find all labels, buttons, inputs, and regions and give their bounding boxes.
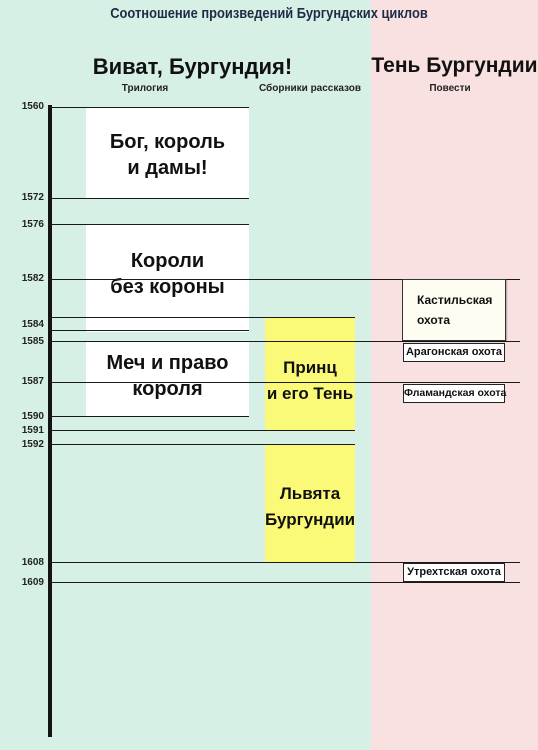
year-line-1608 — [48, 562, 520, 563]
book-title-line: Бургундии — [265, 510, 356, 529]
book-title-line: Львята — [279, 484, 341, 503]
year-line-1560 — [48, 107, 249, 108]
left-cycle-title: Виват, Бургундия! — [92, 54, 293, 79]
year-label: 1609 — [21, 577, 44, 588]
year-label: 1592 — [21, 439, 44, 450]
timeline-axis — [48, 105, 52, 737]
year-label: 1584 — [21, 319, 44, 330]
year-line-1609 — [48, 582, 520, 583]
novellas-column-label: Повести — [429, 83, 471, 94]
year-label: 1576 — [21, 219, 44, 230]
year-line-1585 — [48, 341, 520, 342]
book-title-line: Принц — [283, 358, 337, 377]
novella-utrehtskaya-ohota: Утрехтская охота — [403, 563, 505, 582]
trilogy-column-label: Трилогия — [121, 83, 169, 94]
year-line-1582 — [48, 279, 520, 280]
novella-kastilskaya-ohota: Кастильская охота — [402, 279, 506, 341]
year-label: 1572 — [21, 192, 44, 203]
year-label: 1585 — [21, 336, 44, 347]
book-title-line: и дамы! — [127, 157, 208, 179]
year-line-1590 — [48, 416, 249, 417]
year-line-1572 — [48, 198, 249, 199]
year-label: 1587 — [21, 376, 44, 387]
book-title-line: Бог, король — [109, 131, 226, 153]
year-label: 1591 — [21, 425, 44, 436]
novella-title-line: Кастильская — [417, 293, 493, 307]
book-title-line: и его Тень — [266, 384, 354, 403]
book-mech-i-pravo-korolya: Меч и право короля — [86, 341, 249, 416]
diagram-title: Соотношение произведений Бургундских цик… — [110, 5, 428, 22]
year-line-1587 — [48, 382, 520, 383]
year-line-1584b — [48, 330, 249, 331]
year-label: 1590 — [21, 411, 44, 422]
book-bog-korol-i-damy: Бог, король и дамы! — [86, 107, 249, 198]
book-lvyata-burgundii: Львята Бургундии — [265, 444, 355, 562]
year-label: 1608 — [21, 557, 44, 568]
book-title-line: без короны — [110, 276, 225, 298]
year-label: 1560 — [21, 101, 44, 112]
book-title-line: Меч и право — [106, 352, 229, 374]
novella-aragonskaya-ohota: Арагонская охота — [403, 343, 505, 362]
right-cycle-title: Тень Бургундии — [371, 54, 538, 77]
novella-title-line: охота — [417, 313, 450, 327]
right-cycle-background — [371, 0, 538, 750]
book-princ-i-ego-ten: Принц и его Тень — [265, 317, 355, 430]
novella-flamandskaya-ohota: Фламандская охота — [403, 384, 506, 403]
book-koroli-bez-korony: Короли без короны — [86, 224, 249, 332]
year-line-1591 — [48, 430, 355, 431]
year-line-1584a — [48, 317, 355, 318]
year-line-1576 — [48, 224, 249, 225]
year-line-1592 — [48, 444, 355, 445]
book-title-line: Короли — [130, 250, 205, 272]
year-label: 1582 — [21, 273, 44, 284]
collections-column-label: Сборники рассказов — [258, 83, 362, 94]
book-title-line: короля — [132, 378, 203, 400]
